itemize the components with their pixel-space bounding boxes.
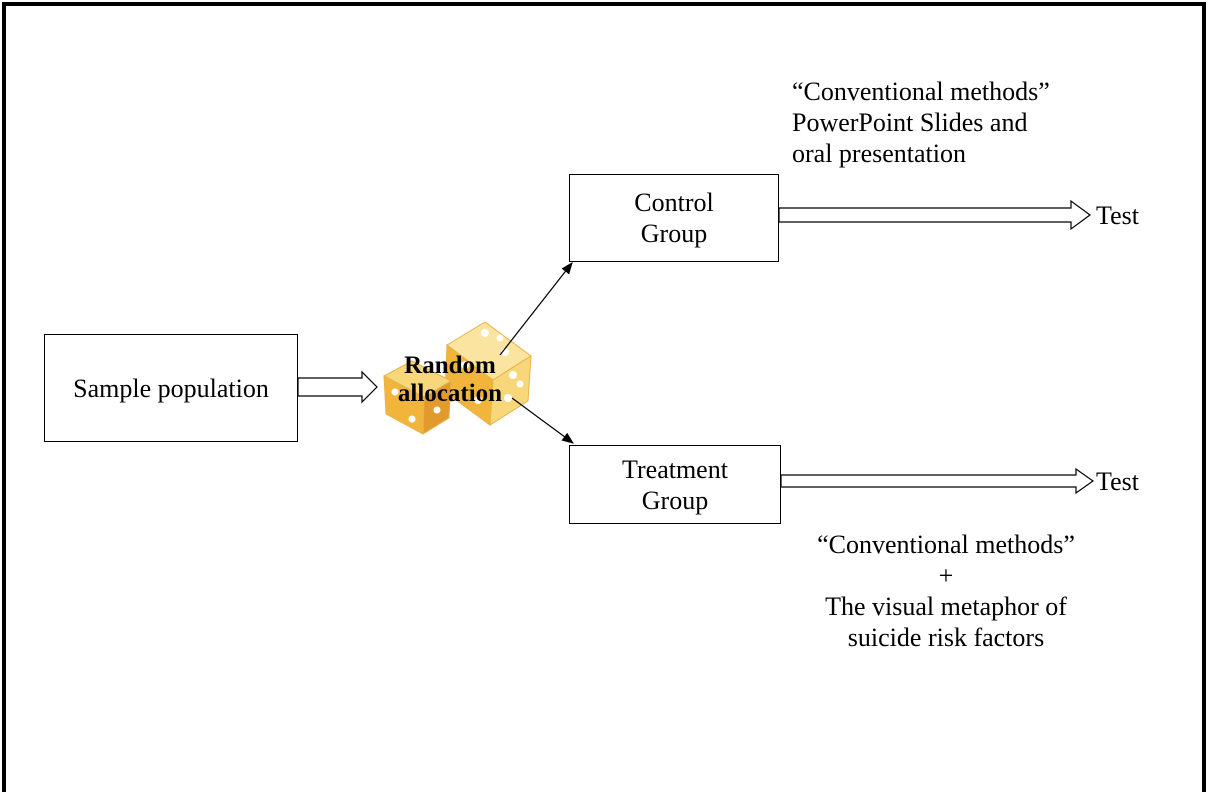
treatment-group-line-1: Treatment xyxy=(622,454,728,484)
treatment-note-line-4: suicide risk factors xyxy=(847,623,1045,652)
control-note-line-1: “Conventional methods” xyxy=(792,77,1050,106)
control-group-box: Control Group xyxy=(569,174,779,262)
sample-population-label: Sample population xyxy=(73,373,269,403)
control-group-line-1: Control xyxy=(634,188,714,217)
control-method-note: “Conventional methods” PowerPoint Slides… xyxy=(792,76,1050,169)
treatment-note-line-2: + xyxy=(938,561,954,590)
random-to-treatment-arrow xyxy=(511,397,574,444)
treatment-method-note: “Conventional methods” + The visual meta… xyxy=(776,529,1116,653)
random-allocation-line-2: allocation xyxy=(397,380,503,407)
control-to-test-arrow xyxy=(778,199,1092,231)
control-note-line-3: oral presentation xyxy=(792,139,966,168)
treatment-group-line-2: Group xyxy=(641,485,709,515)
dice-icon xyxy=(382,321,532,435)
random-to-control-arrow xyxy=(499,262,573,356)
treatment-note-line-1: “Conventional methods” xyxy=(817,530,1075,559)
sample-to-random-arrow xyxy=(297,370,378,404)
control-test-label: Test xyxy=(1096,201,1139,230)
treatment-group-box: Treatment Group xyxy=(569,445,781,524)
random-allocation-label: Random allocation xyxy=(390,352,510,408)
treatment-to-test-arrow xyxy=(780,467,1095,495)
control-group-line-2: Group xyxy=(640,219,708,248)
treatment-note-line-3: The visual metaphor of xyxy=(825,592,1067,621)
random-allocation-line-1: Random xyxy=(404,352,496,379)
sample-population-box: Sample population xyxy=(44,334,298,442)
treatment-test-label: Test xyxy=(1096,467,1139,496)
control-note-line-2: PowerPoint Slides and xyxy=(792,108,1028,137)
